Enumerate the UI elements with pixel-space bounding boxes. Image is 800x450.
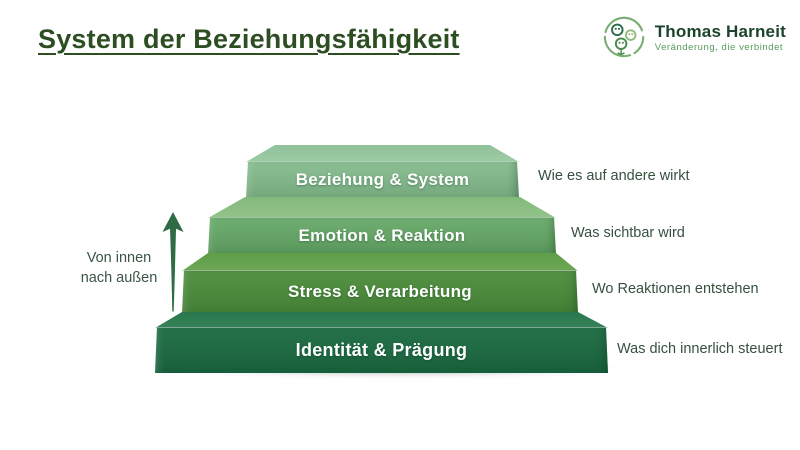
page-title: System der Beziehungsfähigkeit: [38, 24, 460, 54]
level-2-label: Emotion & Reaktion: [298, 226, 466, 245]
level-1-top-face: [246, 145, 519, 162]
level-1-label: Beziehung & System: [295, 170, 470, 189]
axis-label-line2: nach außen: [80, 270, 158, 286]
level-2-block: Emotion & Reaktion: [208, 217, 556, 254]
logo: Thomas Harneit Veränderung, die verbinde…: [601, 14, 786, 60]
level-2-top-face: [208, 197, 556, 218]
level-3-label: Stress & Verarbeitung: [288, 282, 472, 301]
axis-label: Von innen nach außen: [78, 248, 160, 288]
level-4-annotation: Was dich innerlich steuert: [617, 341, 783, 357]
level-2-annotation: Was sichtbar wird: [571, 225, 685, 241]
level-3-top-face: [182, 253, 578, 271]
axis-label-line1: Von innen: [86, 250, 152, 266]
up-arrow-icon: [162, 212, 184, 312]
logo-tagline: Veränderung, die verbindet: [654, 41, 784, 53]
level-4-top-face: [155, 312, 608, 328]
people-circle-icon: [603, 16, 644, 58]
level-1-block: Beziehung & System: [246, 161, 519, 198]
level-4-label: Identität & Prägung: [295, 340, 468, 360]
level-4-block: Identität & Prägung: [155, 327, 608, 373]
level-1-annotation: Wie es auf andere wirkt: [538, 168, 690, 184]
level-3-annotation: Wo Reaktionen entstehen: [592, 281, 759, 297]
logo-name: Thomas Harneit: [654, 21, 786, 41]
level-3-block: Stress & Verarbeitung: [182, 270, 578, 313]
logo-text: Thomas Harneit Veränderung, die verbinde…: [655, 22, 786, 53]
